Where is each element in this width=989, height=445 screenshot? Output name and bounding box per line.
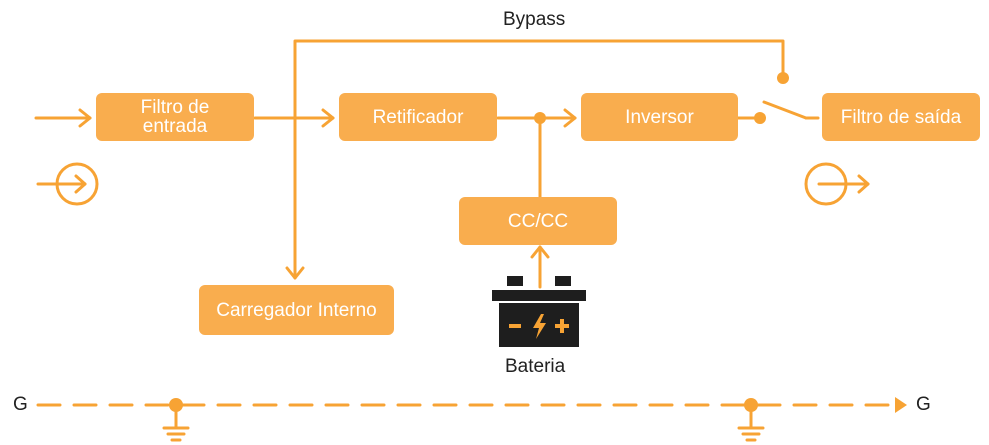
input-filter-box: Filtro de entrada: [96, 93, 254, 141]
ground-junction-dot: [744, 398, 758, 412]
inverter-label: Inversor: [625, 106, 694, 128]
bypass-label: Bypass: [503, 9, 566, 30]
dcdc-converter-box: CC/CC: [459, 197, 617, 245]
inverter-box: Inversor: [581, 93, 738, 141]
battery-label: Bateria: [505, 356, 566, 377]
rectifier-label: Retificador: [372, 106, 464, 128]
switch-contact-dot: [754, 112, 766, 124]
internal-charger-box: Carregador Interno: [199, 285, 394, 335]
bypass-switch-icon: [762, 100, 808, 120]
charger-arrowhead: [285, 266, 305, 280]
bypass-contact-dot: [777, 72, 789, 84]
ground-junction-dot: [169, 398, 183, 412]
input-filter-label: Filtro de entrada: [140, 97, 210, 137]
input-arrowhead: [78, 108, 92, 128]
circle-arrow-in-icon: [36, 162, 99, 206]
rectifier-to-inverter-arrowhead: [563, 108, 577, 128]
ground-left-label: G: [13, 394, 28, 415]
ground-icon: [162, 403, 190, 442]
bypass-line: [293, 39, 785, 120]
filter-to-rectifier-arrowhead: [321, 108, 335, 128]
dcdc-label: CC/CC: [507, 210, 569, 232]
circle-arrow-out-icon: [804, 162, 870, 206]
ground-right-label: G: [916, 394, 931, 415]
battery-to-dcdc-arrowhead: [530, 245, 550, 259]
output-filter-label: Filtro de saída: [840, 106, 962, 128]
output-filter-box: Filtro de saída: [822, 93, 980, 141]
ground-bus-arrowhead: [895, 397, 907, 413]
dc-bus-junction-dot: [534, 112, 546, 124]
rectifier-box: Retificador: [339, 93, 497, 141]
battery-icon: [492, 276, 586, 347]
internal-charger-label: Carregador Interno: [216, 299, 377, 321]
